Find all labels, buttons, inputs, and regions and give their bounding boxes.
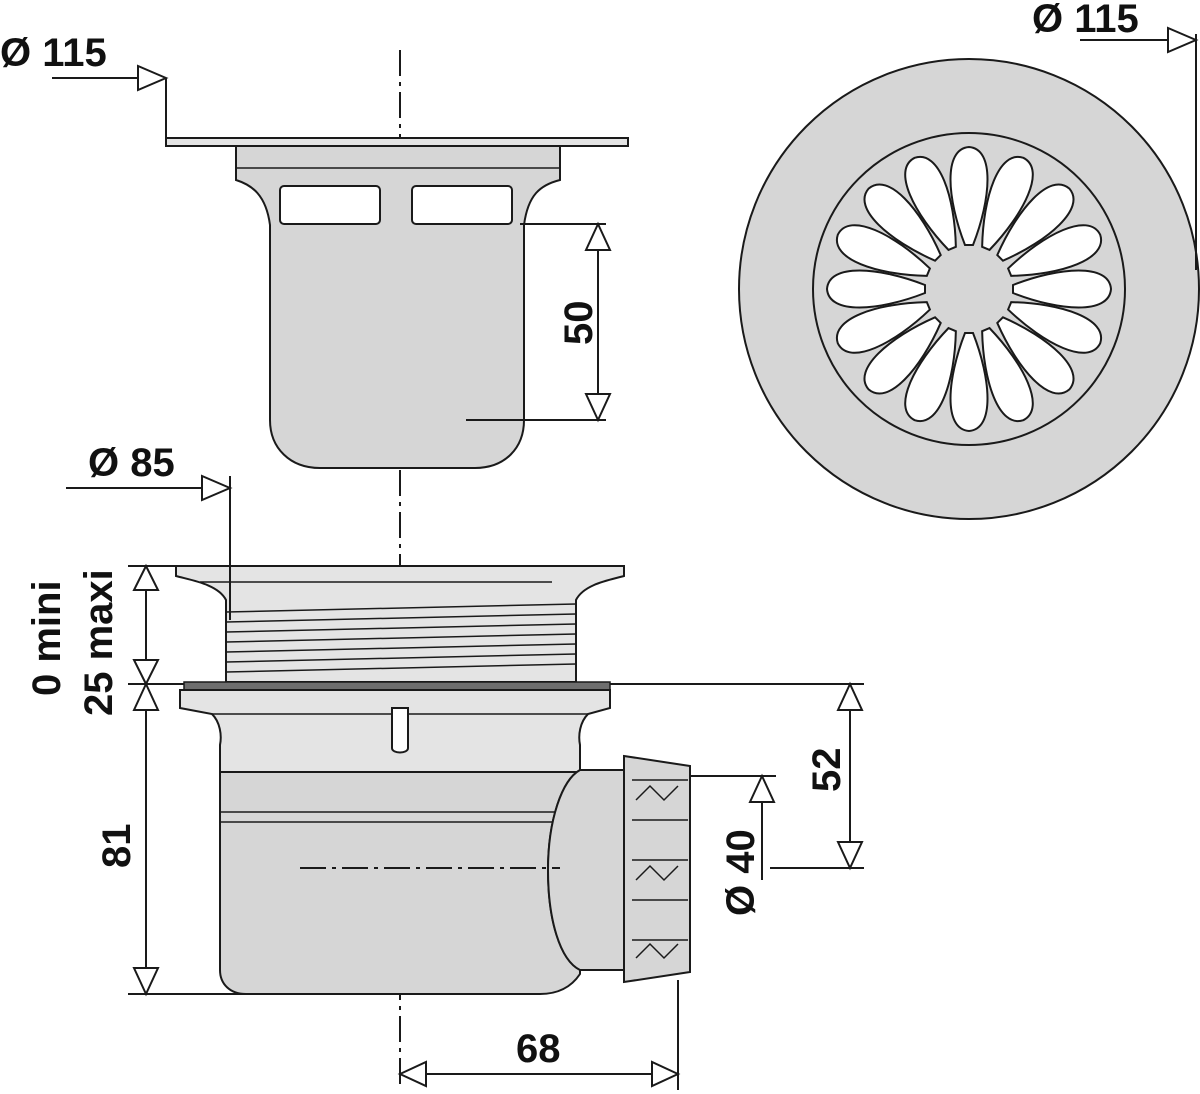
outlet-stub [546,769,631,971]
dim-outlet-diameter: Ø 40 [690,773,776,916]
grate-slot [1006,224,1103,277]
dim-label-body-height: 81 [95,824,139,869]
grate-slot [949,145,989,246]
bell-collar [235,145,561,469]
grate-top-view [738,58,1200,520]
dim-label-adjust-max: 25 maxi [77,569,121,716]
drain-body-side-view [175,565,691,995]
dim-label-outlet-height: 52 [805,748,849,793]
dim-grate-diameter-top: Ø 115 [1032,0,1199,270]
dim-label-trap-depth: 50 [557,301,601,346]
dim-trap-depth: 50 [466,221,612,423]
dim-adjustment-range: 0 mini 25 maxi [25,563,176,716]
grate-slot [996,316,1075,395]
grate-slot [949,332,989,433]
grate-slot [904,155,957,252]
bell-window-right [411,185,513,225]
dim-label-grate-diameter-top: Ø 115 [1032,0,1139,41]
dim-label-outlet-diameter: Ø 40 [719,829,763,916]
dim-label-body-diameter: Ø 85 [88,441,175,485]
grate-slot [981,326,1034,423]
dim-body-height: 81 [95,681,246,997]
bell-window-left [279,185,381,225]
dim-label-grate-diameter-side: Ø 115 [0,31,107,75]
gasket [183,681,611,691]
center-pin [391,707,409,754]
dim-body-diameter: Ø 85 [66,441,233,620]
grate-slot [904,326,957,423]
grate-slot [835,224,932,277]
grate-slot [981,155,1034,252]
grate-plate [165,137,629,147]
dim-label-outlet-offset: 68 [516,1027,561,1071]
grate-slot [863,183,942,262]
grate-slot [863,316,942,395]
dim-label-adjust-min: 0 mini [25,580,69,696]
dim-grate-diameter-side: Ø 115 [0,31,169,140]
main-body [219,768,581,995]
dim-outlet-height: 52 [610,681,864,871]
grate-slot [825,269,926,309]
grate-slot [1006,301,1103,354]
dim-outlet-offset: 68 [397,980,681,1090]
grate-slots [825,145,1113,433]
grate-slot [1012,269,1113,309]
grate-center-disc [937,257,1001,321]
nut-ridges [632,779,688,960]
grate-slot [835,301,932,354]
outlet-nut [623,754,691,984]
grate-slot [996,183,1075,262]
thread-lines [225,603,577,673]
